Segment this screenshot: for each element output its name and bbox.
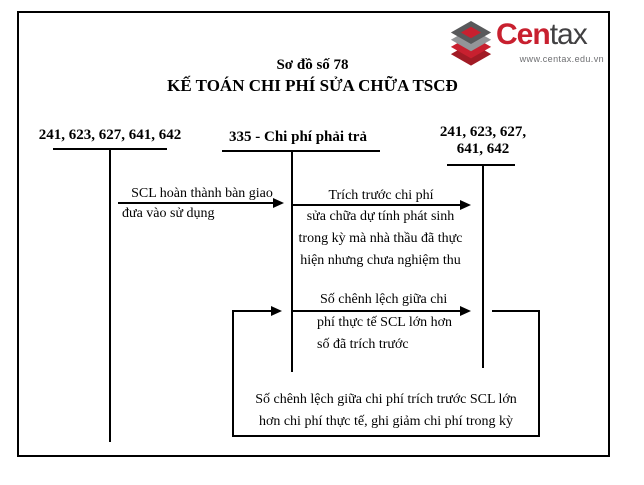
account-left-vertical-line: [109, 148, 111, 442]
flow3-arrowhead-icon: [460, 306, 471, 316]
centax-logo-icon: [450, 21, 492, 66]
note-label-line1: Số chênh lệch giữa chi phí trích trước S…: [255, 392, 517, 407]
account-right-label-line1: 241, 623, 627,: [439, 124, 527, 140]
diagram-main-title: KẾ TOÁN CHI PHÍ SỬA CHỮA TSCĐ: [167, 76, 458, 95]
account-middle-label: 335 - Chi phí phải trả: [229, 129, 367, 145]
centax-url: www.centax.edu.vn: [519, 54, 604, 64]
flow2-label-line1: Trích trước chi phí: [328, 188, 434, 203]
note-box-right-connector: [492, 310, 540, 312]
centax-logo: Centax www.centax.edu.vn: [448, 16, 608, 74]
flow3-label-line1: Số chênh lệch giữa chi: [320, 292, 448, 307]
flow1-arrow-line: [118, 202, 274, 204]
flow3-left-arrowhead-icon: [271, 306, 282, 316]
diagram-number-title: Sơ đồ số 78: [276, 57, 349, 73]
flow2-label-line2: sửa chữa dự tính phát sinh: [306, 209, 455, 224]
account-right-vertical-line: [482, 164, 484, 368]
note-box-left-edge: [232, 310, 234, 437]
flow3-label-line2: phí thực tế SCL lớn hơn: [317, 315, 453, 330]
account-right-underline: [447, 164, 515, 166]
note-box-bottom-edge: [232, 435, 540, 437]
wordmark-tax: tax: [549, 18, 588, 51]
account-right-label-line2: 641, 642: [456, 141, 510, 157]
flow3-left-arrow-line: [232, 310, 272, 312]
flow2-arrowhead-icon: [460, 200, 471, 210]
diagram-border: [17, 11, 610, 457]
note-label-line2: hơn chi phí thực tế, ghi giảm chi phí tr…: [258, 414, 514, 429]
flow2-label-line3: trong kỳ mà nhà thầu đã thực: [298, 231, 463, 246]
flow3-arrow-line: [293, 310, 461, 312]
centax-wordmark: Centax: [496, 18, 588, 52]
flow1-label-line1: SCL hoàn thành bàn giao: [131, 186, 273, 201]
flow3-label-line3: số đã trích trước: [317, 337, 409, 352]
flow1-label-line2: đưa vào sử dụng: [122, 206, 215, 221]
account-middle-underline: [222, 150, 380, 152]
flow2-label-line4: hiện nhưng chưa nghiệm thu: [300, 253, 461, 268]
flow2-arrow-line: [293, 204, 461, 206]
account-left-label: 241, 623, 627, 641, 642: [38, 127, 182, 143]
note-box-right-edge: [538, 310, 540, 437]
flow1-arrowhead-icon: [273, 198, 284, 208]
account-middle-vertical-line: [291, 150, 293, 372]
wordmark-cen: Cen: [496, 18, 551, 51]
